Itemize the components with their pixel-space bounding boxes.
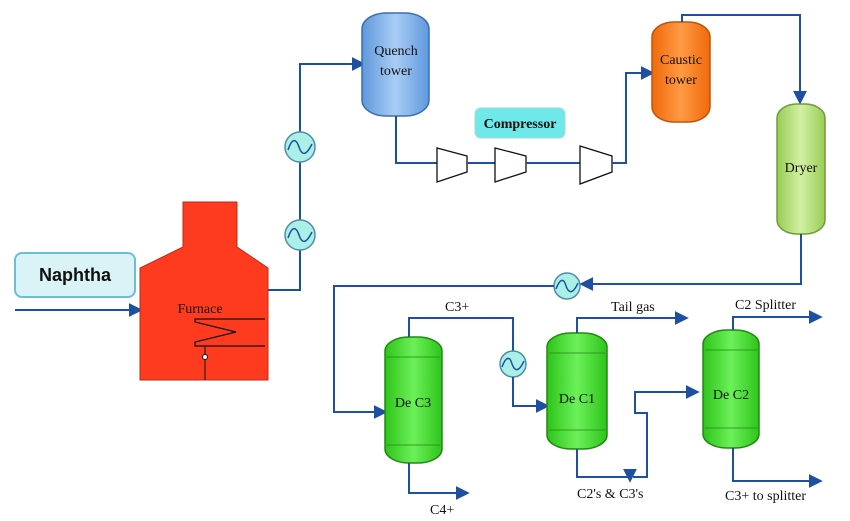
heat-exchanger-icon bbox=[553, 272, 581, 300]
quench-tower: Quench tower bbox=[361, 12, 430, 117]
quench-to-compressor-line bbox=[395, 116, 437, 164]
naphtha-feed: Naphtha bbox=[14, 252, 143, 317]
svg-text:Dryer: Dryer bbox=[785, 161, 818, 176]
svg-text:Compressor: Compressor bbox=[484, 117, 557, 132]
furnace-body bbox=[139, 201, 269, 381]
dec1-bottom-line bbox=[576, 449, 637, 483]
to-dec2-line bbox=[633, 385, 700, 478]
caustic-tower: Caustic tower bbox=[651, 21, 711, 123]
naphtha-box bbox=[14, 252, 136, 298]
dec2-column: De C2 bbox=[702, 329, 760, 449]
tail-gas-label: Tail gas bbox=[611, 300, 655, 315]
dec3-top-line bbox=[408, 317, 514, 352]
svg-text:De C1: De C1 bbox=[559, 392, 595, 407]
tail-gas-line bbox=[576, 311, 689, 333]
compressor-icon bbox=[579, 145, 613, 185]
furnace-coil bbox=[194, 318, 265, 347]
dryer-outlet-line bbox=[579, 234, 802, 291]
dec3-bottom-line bbox=[408, 463, 470, 500]
dryer: Dryer bbox=[776, 103, 826, 235]
heat-exchanger-icon bbox=[499, 350, 527, 378]
furnace-label: Furnace bbox=[177, 302, 222, 317]
furnace-outlet-line bbox=[268, 250, 301, 291]
heat-exchanger-icon bbox=[284, 131, 316, 163]
c3plus-label: C3+ bbox=[445, 300, 469, 315]
c3-to-splitter-line bbox=[732, 448, 823, 488]
dec1-column: De C1 bbox=[546, 332, 608, 450]
svg-text:tower: tower bbox=[380, 64, 412, 79]
furnace: Furnace bbox=[139, 201, 269, 381]
svg-text:tower: tower bbox=[665, 73, 697, 88]
compressor-icon bbox=[494, 147, 527, 183]
svg-text:De C2: De C2 bbox=[713, 388, 749, 403]
svg-text:De C3: De C3 bbox=[395, 396, 431, 411]
heat-exchanger-icon bbox=[284, 219, 316, 251]
c2c3-label: C2's & C3's bbox=[577, 487, 644, 502]
c3-to-splitter-label: C3+ to splitter bbox=[725, 489, 806, 504]
compressor-label-box: Compressor bbox=[474, 107, 566, 139]
caustic-to-dryer-line bbox=[681, 14, 807, 105]
c2-splitter-label: C2 Splitter bbox=[735, 298, 796, 313]
furnace-burner bbox=[202, 354, 208, 360]
svg-text:Caustic: Caustic bbox=[660, 53, 702, 68]
svg-text:Quench: Quench bbox=[374, 44, 418, 59]
naphtha-label: Naphtha bbox=[39, 265, 112, 285]
compressor-icon bbox=[436, 147, 468, 183]
to-dec3-line bbox=[333, 285, 554, 419]
c2-splitter-line bbox=[732, 310, 823, 330]
dec3-column: De C3 bbox=[384, 336, 443, 464]
c4plus-label: C4+ bbox=[430, 503, 454, 518]
compressor-to-caustic-line bbox=[612, 66, 655, 164]
